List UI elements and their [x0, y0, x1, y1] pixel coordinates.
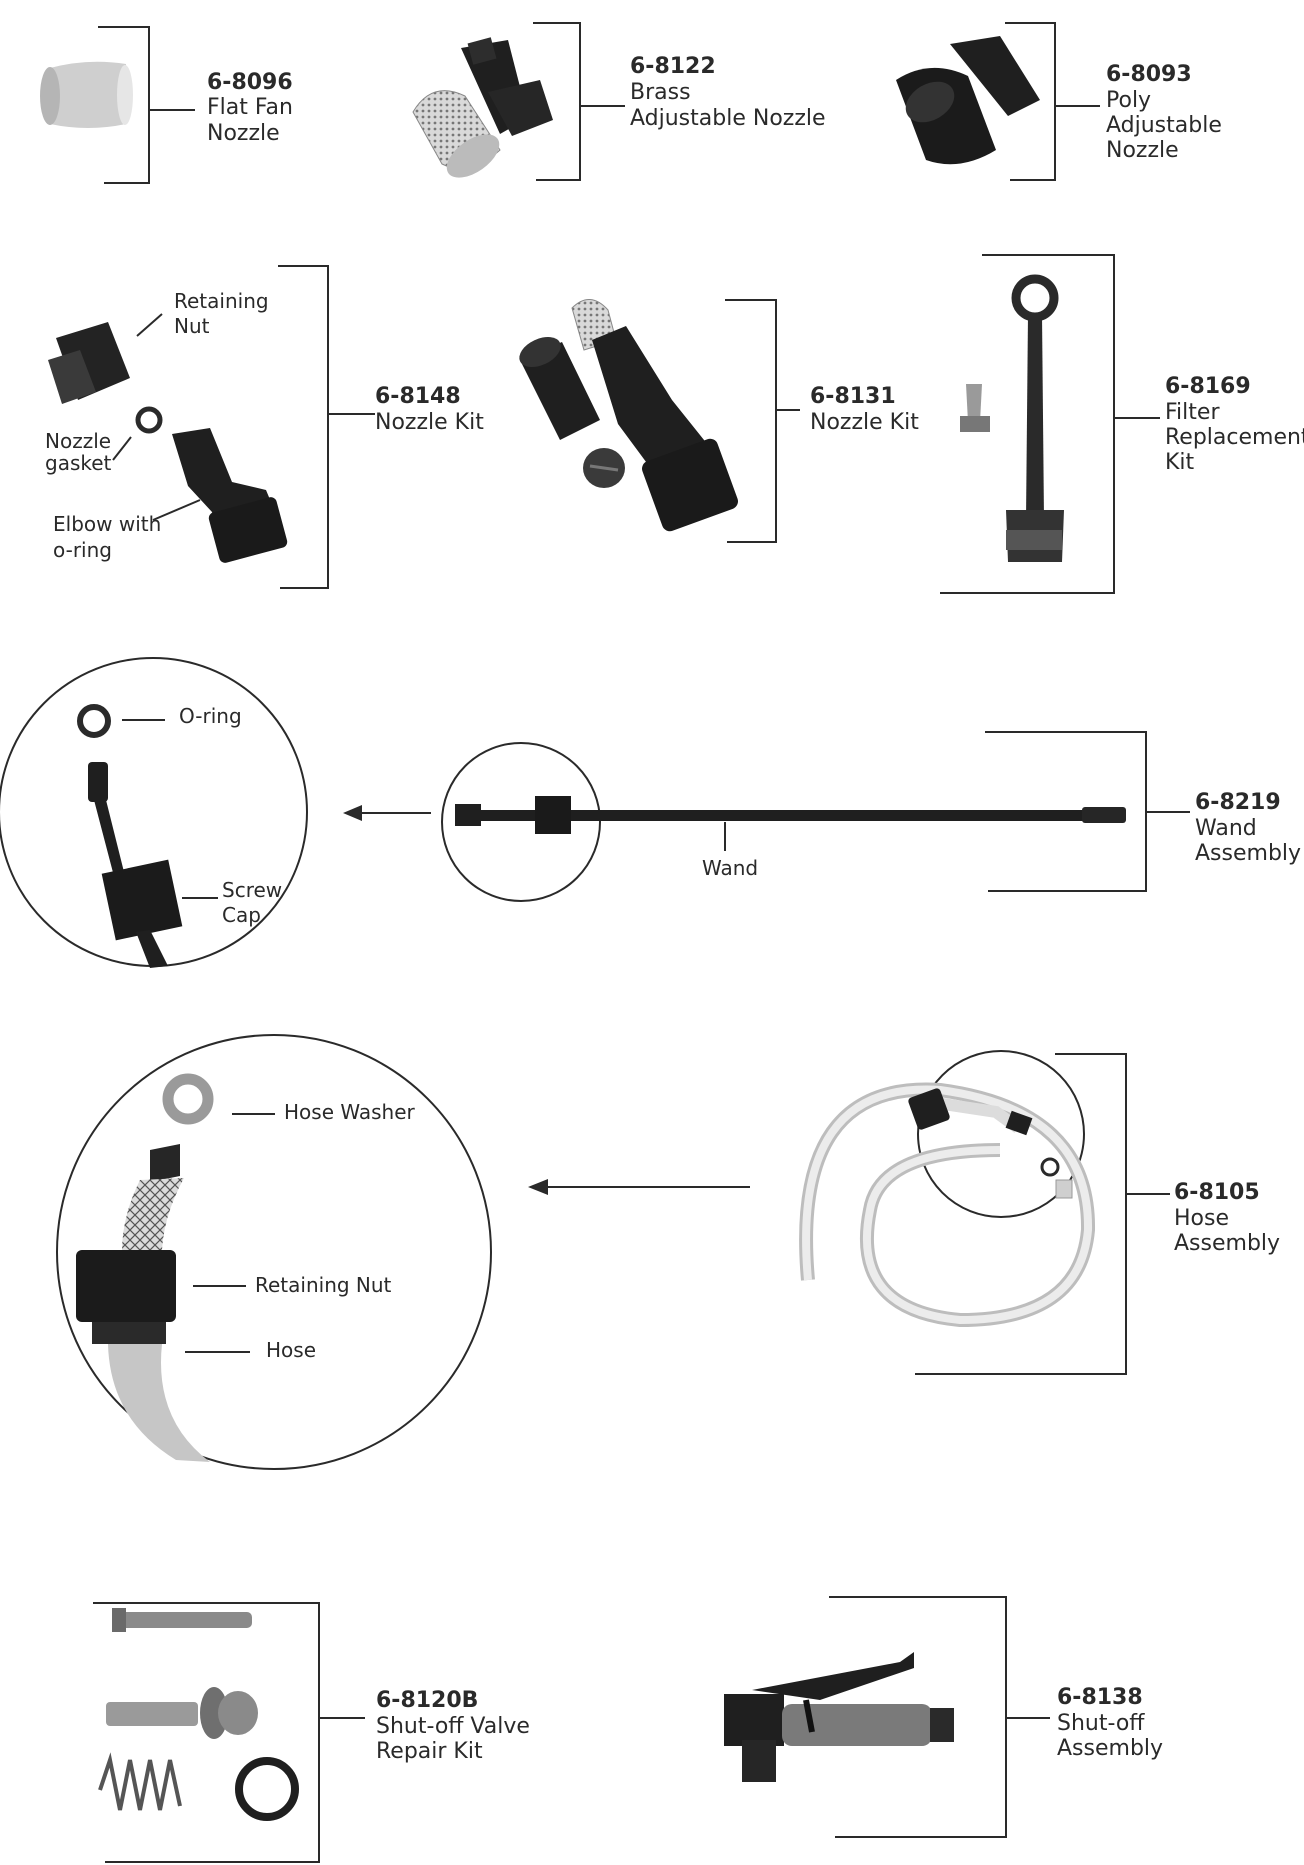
- part-name-line: Wand: [1195, 816, 1257, 841]
- bracket-6-8131: [725, 299, 800, 543]
- part-name-line: Adjustable: [1106, 113, 1222, 138]
- arrow-head-left-icon: [343, 805, 362, 821]
- nozzle-gasket-label: Nozzle: [45, 429, 112, 453]
- part-name-line: Assembly: [1057, 1736, 1164, 1761]
- gasket-leader: [112, 436, 132, 461]
- filter-replacement-kit-image: [960, 274, 1064, 562]
- bracket-6-8219: [985, 731, 1190, 892]
- elbow-leader: [152, 499, 201, 521]
- part-name-line: Replacement: [1165, 425, 1304, 450]
- part-name-line: Assembly: [1174, 1231, 1281, 1256]
- bracket-6-8122: [533, 22, 625, 181]
- o-ring-label: O-ring: [179, 704, 242, 728]
- shut-off-assembly-image: [724, 1652, 954, 1782]
- wand-image: [455, 796, 1126, 834]
- arrow-head-left-icon: [528, 1179, 548, 1195]
- part-name-line: Kit: [1165, 450, 1195, 475]
- part-name-line: Shut-off Valve: [376, 1714, 530, 1739]
- flat-fan-nozzle-image: [40, 61, 133, 128]
- hose-fittings-image: [908, 1088, 1073, 1199]
- part-name-line: Flat Fan: [207, 95, 293, 120]
- wand-label: Wand: [702, 856, 759, 880]
- part-number-6-8219: 6-8219: [1195, 790, 1281, 815]
- screw-cap-label: Screw: [222, 878, 283, 902]
- hose-zoom-circle: [917, 1050, 1085, 1218]
- part-number-6-8122: 6-8122: [630, 54, 716, 79]
- wand-connector-detail-image: [77, 704, 183, 968]
- part-name-line: Brass: [630, 80, 691, 105]
- bracket-6-8093: [1005, 22, 1100, 181]
- part-name-line: Adjustable Nozzle: [630, 106, 826, 131]
- part-number-6-8120B: 6-8120B: [376, 1688, 479, 1713]
- bracket-6-8105: [915, 1053, 1170, 1375]
- part-number-6-8131: 6-8131: [810, 384, 896, 409]
- part-name-line: Nozzle: [207, 121, 280, 146]
- bracket-6-8148: [278, 265, 375, 589]
- retaining-nut-label: Nut: [174, 314, 210, 338]
- brass-adjustable-nozzle-image: [412, 37, 553, 178]
- elbow-label: o-ring: [53, 538, 112, 562]
- part-name-line: Shut-off: [1057, 1711, 1145, 1736]
- hose-label: Hose: [266, 1338, 316, 1362]
- nozzle-kit-8148-image: [48, 322, 288, 563]
- hose-washer-label: Hose Washer: [284, 1100, 415, 1124]
- part-name-line: Nozzle Kit: [375, 410, 484, 435]
- part-number-6-8093: 6-8093: [1106, 62, 1192, 87]
- part-number-6-8148: 6-8148: [375, 384, 461, 409]
- hose-detail-circle: [56, 1034, 492, 1470]
- screw-cap-label: Cap: [222, 903, 261, 927]
- nozzle-gasket-label: gasket: [45, 451, 112, 475]
- bracket-6-8096: [98, 26, 195, 184]
- part-name-line: Poly: [1106, 88, 1152, 113]
- bracket-6-8138: [829, 1596, 1050, 1838]
- part-name-line: Nozzle: [1106, 138, 1179, 163]
- part-name-line: Hose: [1174, 1206, 1229, 1231]
- part-number-6-8105: 6-8105: [1174, 1180, 1260, 1205]
- nozzle-kit-8131-image: [519, 299, 738, 532]
- hose-retaining-nut-label: Retaining Nut: [255, 1273, 392, 1297]
- retaining-nut-small-leader: [136, 313, 163, 337]
- part-number-6-8138: 6-8138: [1057, 1685, 1143, 1710]
- part-name-line: Assembly: [1195, 841, 1302, 866]
- part-name-line: Nozzle Kit: [810, 410, 919, 435]
- part-number-6-8096: 6-8096: [207, 70, 293, 95]
- bracket-6-8169: [940, 254, 1160, 594]
- wand-zoom-circle: [441, 742, 601, 902]
- part-number-6-8169: 6-8169: [1165, 374, 1251, 399]
- elbow-label: Elbow with: [53, 512, 162, 536]
- bracket-6-8120B: [93, 1602, 365, 1863]
- part-name-line: Filter: [1165, 400, 1220, 425]
- hose-connection-detail-image: [76, 1073, 214, 1462]
- retaining-nut-label: Retaining: [174, 289, 269, 313]
- shut-off-valve-repair-kit-image: [98, 1608, 299, 1821]
- poly-adjustable-nozzle-image: [896, 36, 1040, 165]
- part-name-line: Repair Kit: [376, 1739, 483, 1764]
